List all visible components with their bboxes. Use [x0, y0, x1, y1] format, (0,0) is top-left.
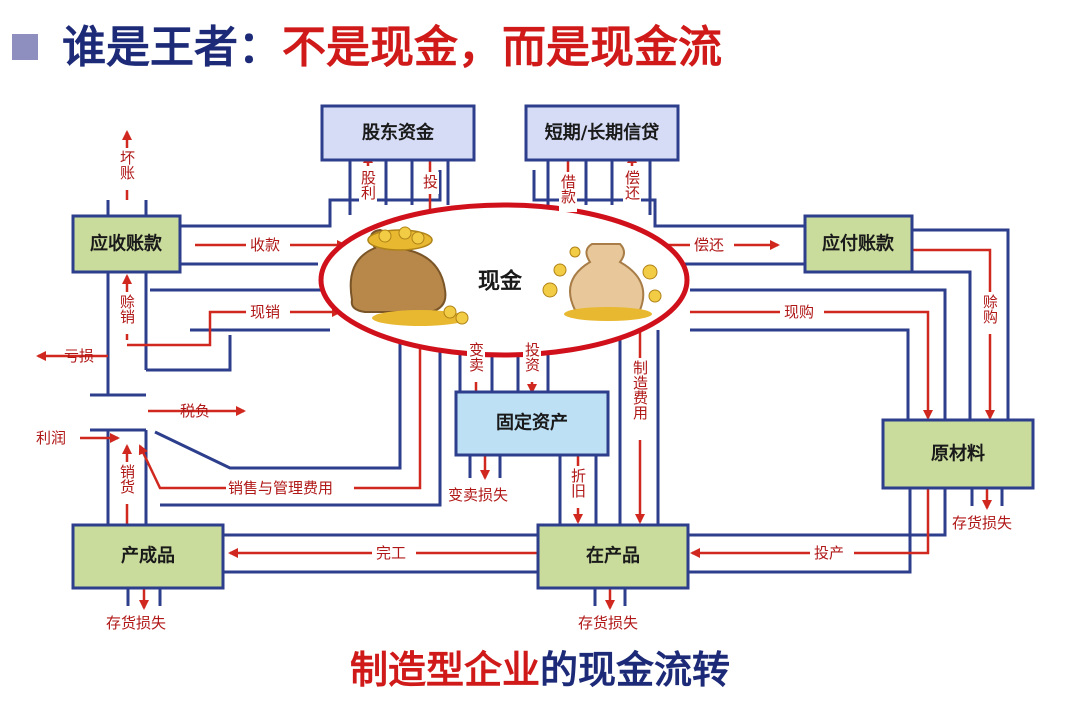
caption-rest: 的现金流转: [540, 648, 731, 692]
node-wip: 在产品: [536, 523, 690, 590]
label-sell-asset: 变卖: [467, 342, 485, 372]
label-invest: 投: [421, 174, 439, 190]
cash-purchase-arrow: [690, 310, 933, 420]
label-credit-purchase: 赊购: [981, 294, 999, 325]
square-bullet-icon: [12, 34, 38, 60]
label-dividend: 股利: [359, 170, 377, 200]
label-loss: 亏损: [64, 347, 94, 365]
cash-flow-diagram: 股东资金 短期/长期信贷 应收账款 应付账款 固定资产 原材料 产成品 在产品: [36, 104, 1035, 632]
node-finished-goods-label: 产成品: [121, 545, 175, 567]
node-raw-materials-label: 原材料: [931, 443, 985, 465]
gold-coin-sack-icon: [349, 226, 469, 326]
diagram-caption: 制造型企业的现金流转: [0, 642, 1080, 698]
node-cash-label: 现金: [478, 269, 523, 295]
node-finished-goods: 产成品: [71, 523, 225, 590]
money-bag-icon: [542, 243, 662, 321]
caption-highlight: 制造型企业: [349, 648, 540, 692]
production-input-arrow: [690, 488, 930, 558]
node-receivables-label: 应收账款: [90, 233, 163, 255]
label-borrow: 借款: [559, 174, 577, 205]
node-shareholder-funds-label: 股东资金: [361, 122, 435, 144]
pipe-network: [90, 160, 1010, 606]
label-collect: 收款: [250, 236, 280, 254]
label-sales-admin-cost: 销售与管理费用: [228, 479, 333, 497]
label-profit: 利润: [36, 429, 66, 447]
label-production-input: 投产: [814, 544, 844, 562]
label-sales: 销货: [118, 464, 136, 494]
node-cash: 现金: [318, 202, 690, 358]
node-payables: 应付账款: [803, 214, 914, 274]
title-highlight: 不是现金，而是现金流: [282, 22, 722, 73]
credit-purchase-arrow: [912, 248, 995, 420]
page-title: 谁是王者：不是现金，而是现金流: [62, 18, 722, 78]
label-credit-sales: 赊销: [118, 294, 136, 325]
label-completion: 完工: [376, 544, 406, 562]
node-credit-label: 短期/长期信贷: [545, 122, 660, 144]
label-repay-credit: 偿还: [623, 170, 641, 201]
node-fixed-assets-label: 固定资产: [496, 412, 568, 434]
node-shareholder-funds: 股东资金: [320, 104, 476, 162]
label-repay-payables: 偿还: [694, 236, 724, 254]
label-manufacturing-cost: 制造费用: [631, 360, 649, 421]
node-wip-label: 在产品: [586, 545, 640, 567]
title-prefix: 谁是王者：: [62, 22, 282, 73]
node-receivables: 应收账款: [71, 214, 182, 274]
node-payables-label: 应付账款: [822, 233, 895, 255]
label-cash-sales: 现销: [250, 303, 280, 321]
label-investment: 投资: [523, 342, 541, 372]
node-raw-materials: 原材料: [881, 418, 1035, 490]
flow-labels: 坏账 股利 投 借款 偿还 收款 偿还 赊销 现销 现购 赊购 亏损 税负 利润…: [36, 148, 1012, 632]
node-fixed-assets: 固定资产: [454, 390, 610, 457]
label-bad-debt: 坏账: [118, 150, 136, 180]
label-inventory-loss-finished: 存货损失: [106, 614, 166, 632]
label-cash-purchase: 现购: [784, 303, 814, 321]
label-depreciation: 折旧: [569, 468, 587, 498]
label-tax: 税负: [180, 402, 210, 420]
label-asset-disposal-loss: 变卖损失: [448, 486, 508, 504]
node-credit: 短期/长期信贷: [524, 104, 680, 162]
label-inventory-loss-raw: 存货损失: [952, 514, 1012, 532]
label-inventory-loss-wip: 存货损失: [578, 614, 638, 632]
